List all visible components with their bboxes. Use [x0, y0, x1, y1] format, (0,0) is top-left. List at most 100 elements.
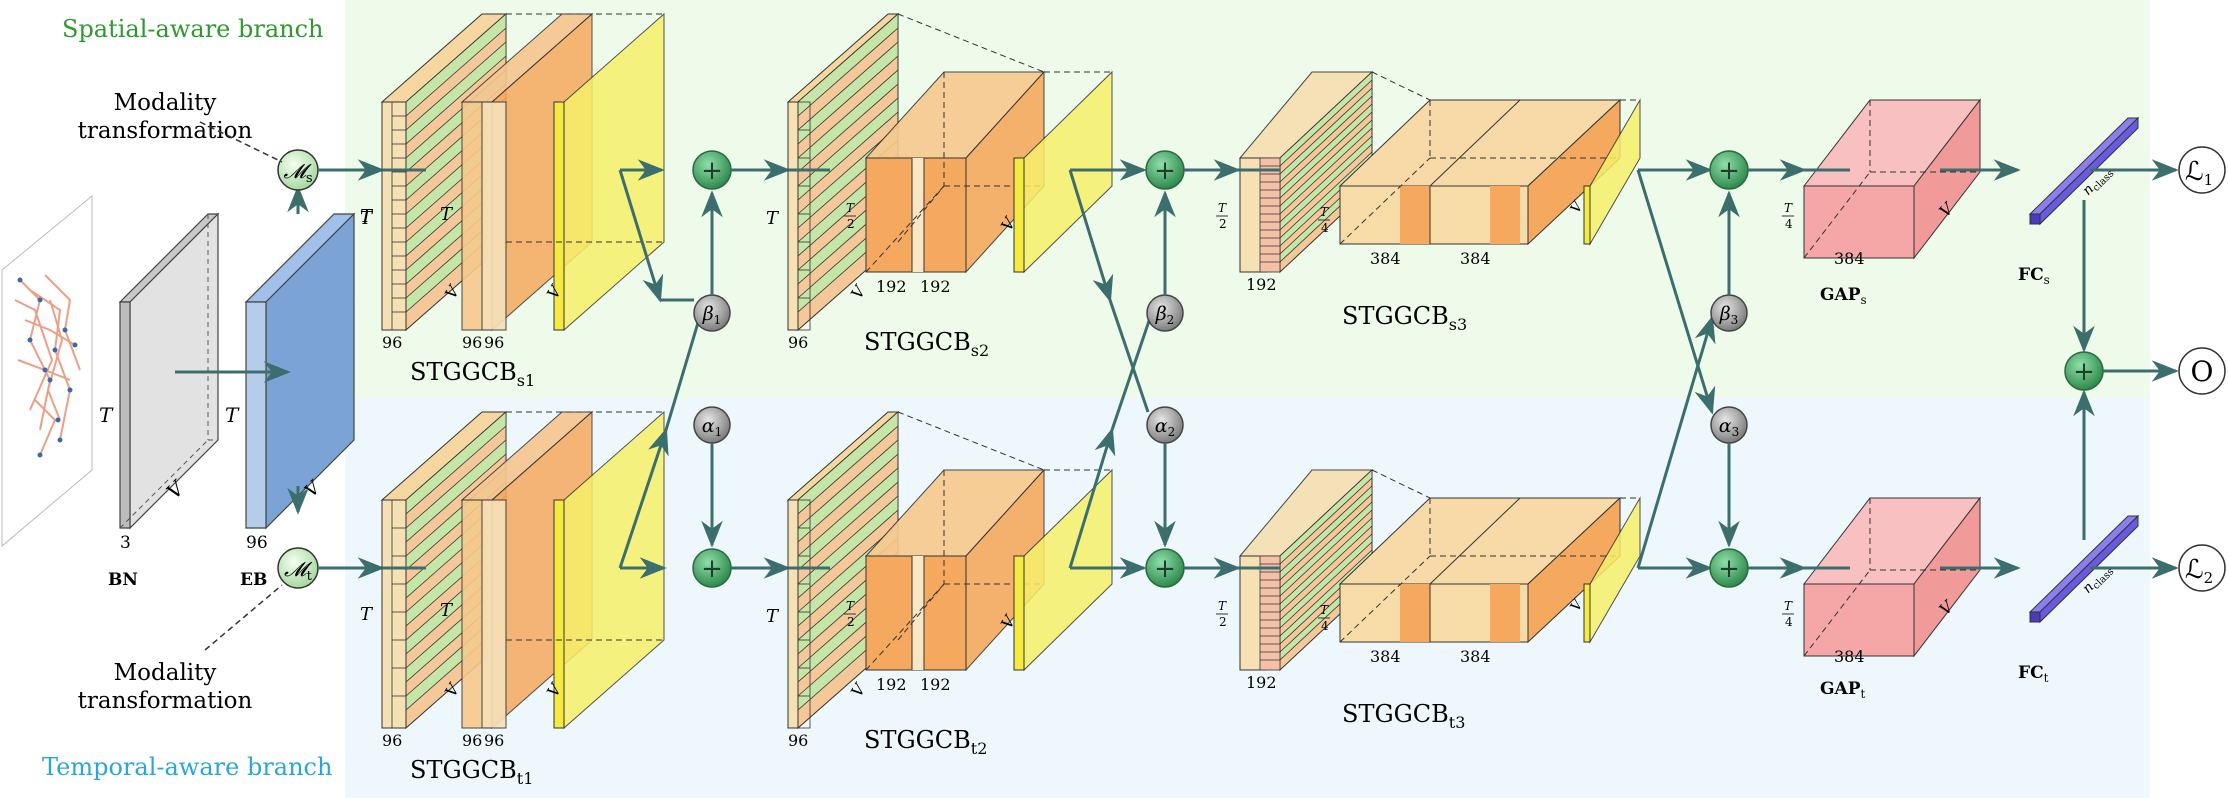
- block-t2-ch-a: 96: [788, 731, 808, 750]
- alpha1-sub: 1: [715, 425, 723, 439]
- block-s1-dim-t: T: [360, 208, 374, 229]
- spatial-branch-title: Spatial-aware branch: [62, 15, 324, 43]
- block-t3-dim-t2-den: 2: [1219, 615, 1227, 629]
- plus-s2-text: +: [1154, 156, 1176, 186]
- bn-layer: [118, 212, 220, 530]
- svg-text:GAPt: GAPt: [1820, 679, 1866, 701]
- loss1-node: [2178, 146, 2226, 194]
- block-t3-dim-t2-num: T: [1218, 599, 1227, 613]
- plus-t3-text: +: [1718, 554, 1740, 584]
- block-t3-sub: t3: [1449, 713, 1466, 732]
- output-symbol: O: [2191, 355, 2214, 388]
- svg-text:β3: β3: [1719, 303, 1739, 327]
- block-t1-dim-t: T: [360, 604, 374, 625]
- block-s2-dim-t: T: [766, 208, 780, 229]
- block-s3-ch-c: 384: [1460, 249, 1491, 268]
- loss2-symbol: ℒ: [2185, 555, 2204, 585]
- svg-text:α2: α2: [1155, 415, 1175, 439]
- svg-text:ℒ2: ℒ2: [2185, 555, 2213, 587]
- block-t2-name: STGGCB: [864, 726, 971, 754]
- plus-output-text: +: [2073, 357, 2095, 387]
- cross-1-a: [618, 169, 664, 303]
- svg-text:FCs: FCs: [2018, 265, 2050, 287]
- loss2-node: [2178, 544, 2226, 592]
- modality-s-sub: s: [306, 171, 313, 186]
- block-s3: [1238, 70, 1641, 274]
- block-t1-ch-a: 96: [382, 731, 402, 750]
- output-node: [2178, 347, 2226, 395]
- modality-t-sub: t: [307, 569, 313, 584]
- svg-text:STGGCBs3: STGGCBs3: [1342, 302, 1467, 334]
- modality-label-top-1: Modality: [114, 90, 217, 116]
- block-t2-dim-t2-num: T: [846, 599, 855, 613]
- gap-s-label: GAP: [1820, 285, 1861, 305]
- eb-dim-t-top: T: [360, 206, 374, 227]
- gap-s-channels: 384: [1834, 249, 1865, 268]
- block-s3-sub: s3: [1449, 315, 1467, 334]
- alpha3-sub: 3: [1732, 425, 1740, 439]
- temporal-branch-title: Temporal-aware branch: [42, 753, 332, 781]
- bn-dim-t: T: [99, 403, 114, 427]
- svg-text:STGGCBs2: STGGCBs2: [864, 328, 989, 360]
- block-s1-ch-c: 96: [484, 333, 504, 352]
- block-s1-dim-t-inner: T: [440, 204, 454, 225]
- svg-text:β2: β2: [1155, 303, 1175, 327]
- gap-s-sub: s: [1861, 293, 1867, 307]
- block-s3-dim-t2-den: 2: [1219, 217, 1227, 231]
- svg-text:α3: α3: [1719, 415, 1739, 439]
- block-t2-ch-b: 192: [876, 675, 907, 694]
- block-s1-ch-a: 96: [382, 333, 402, 352]
- block-s3-name: STGGCB: [1342, 302, 1449, 330]
- block-t3-ch-a: 192: [1246, 673, 1277, 692]
- block-s1-ch-b: 96: [462, 333, 482, 352]
- fc-s-label: FC: [2018, 265, 2044, 285]
- eb-layer: [244, 212, 356, 530]
- gap-t-dim-t4-num: T: [1784, 599, 1793, 613]
- gap-s-dim-t4-num: T: [1784, 201, 1793, 215]
- alpha3-symbol: α: [1719, 415, 1732, 437]
- block-t3-name: STGGCB: [1342, 700, 1449, 728]
- block-s2-ch-a: 96: [788, 333, 808, 352]
- fc-s-layer: [2028, 116, 2140, 226]
- block-t1: [380, 410, 665, 730]
- gap-t-sub: t: [1861, 687, 1866, 701]
- eb-channels: 96: [246, 533, 268, 553]
- gap-s-dim-t4-den: 4: [1785, 217, 1793, 231]
- block-s2-name: STGGCB: [864, 328, 971, 356]
- plus-t1-text: +: [701, 554, 723, 584]
- block-s3-dim-t4-num: T: [1320, 205, 1329, 219]
- svg-text:β1: β1: [702, 303, 722, 327]
- cross-2-d: [1068, 427, 1116, 569]
- block-s2-sub: s2: [971, 341, 989, 360]
- alpha2-sub: 2: [1168, 425, 1176, 439]
- loss1-sub: 1: [2204, 171, 2214, 189]
- svg-text:FCt: FCt: [2018, 663, 2049, 685]
- block-t1-ch-c: 96: [484, 731, 504, 750]
- block-s3-ch-b: 384: [1370, 249, 1401, 268]
- alpha2-symbol: α: [1155, 415, 1168, 437]
- block-t3: [1238, 468, 1641, 672]
- gap-t-channels: 384: [1834, 647, 1865, 666]
- block-s3-dim-t2-num: T: [1218, 201, 1227, 215]
- modality-label-top-2: transformation: [78, 118, 253, 144]
- beta1-sub: 1: [714, 313, 722, 327]
- block-s2-dim-t2-num: T: [846, 201, 855, 215]
- block-s1: [380, 12, 665, 332]
- modality-label-bottom-1: Modality: [114, 660, 217, 686]
- beta2-symbol: β: [1155, 303, 1167, 325]
- block-t1-dim-t-inner: T: [440, 600, 454, 621]
- block-s1-name: STGGCB: [410, 358, 517, 386]
- fc-t-layer: [2028, 514, 2140, 624]
- block-t1-name: STGGCB: [410, 756, 517, 784]
- svg-text:STGGCBt3: STGGCBt3: [1342, 700, 1465, 732]
- svg-text:STGGCBt1: STGGCBt1: [410, 756, 533, 788]
- loss1-symbol: ℒ: [2185, 157, 2204, 187]
- beta3-sub: 3: [1731, 313, 1739, 327]
- alpha1-symbol: α: [702, 415, 715, 437]
- block-s2-ch-b: 192: [876, 277, 907, 296]
- svg-text:α1: α1: [702, 415, 722, 439]
- cross-1-d: [618, 427, 669, 569]
- block-t3-ch-b: 384: [1370, 647, 1401, 666]
- cross-2-a: [1068, 169, 1114, 303]
